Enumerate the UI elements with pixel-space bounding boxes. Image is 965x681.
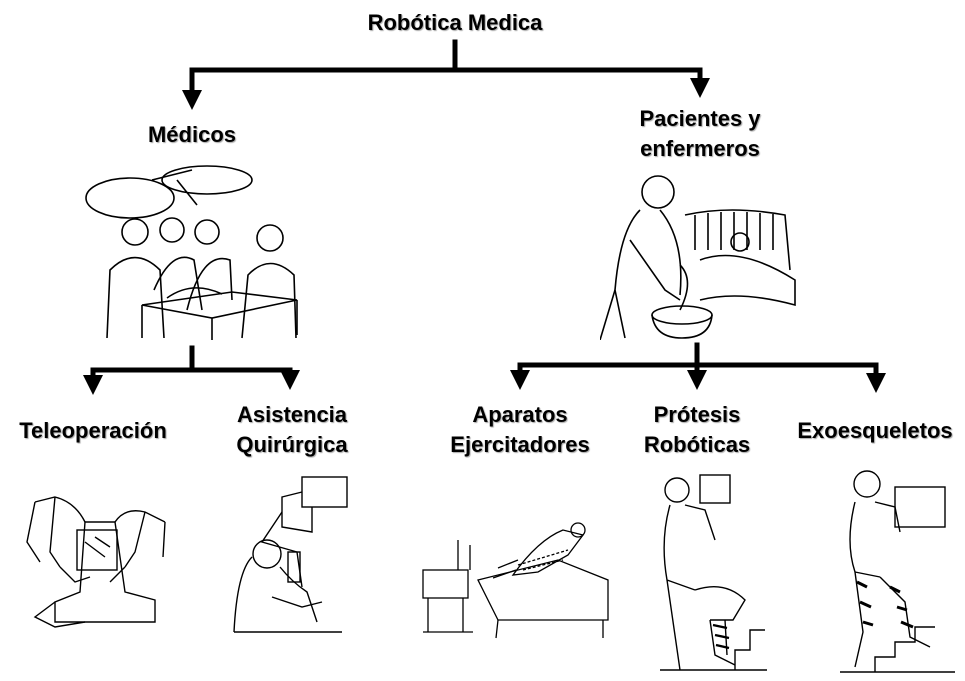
exercise-device-illustration	[422, 522, 609, 639]
teleoperation-robot-illustration	[26, 496, 166, 628]
teleoperacion-label: Teleoperación	[19, 418, 167, 443]
exoskeleton-illustration	[840, 470, 955, 673]
medicos-label: Médicos	[147, 122, 237, 147]
aparatos-label: Aparatos Ejercitadores	[450, 402, 590, 457]
surgical-assistance-illustration	[233, 476, 348, 633]
surgeons-illustration	[85, 165, 298, 340]
root-label: Robótica Medica	[367, 10, 543, 35]
protesis-label: Prótesis Robóticas	[643, 402, 751, 457]
nurse-patient-illustration	[600, 175, 796, 340]
pacientes-label: Pacientes y enfermeros	[639, 106, 761, 161]
robotic-prosthesis-illustration	[660, 474, 767, 671]
asistencia-label: Asistencia Quirúrgica	[236, 402, 348, 457]
exoesqueletos-label: Exoesqueletos	[797, 418, 953, 443]
